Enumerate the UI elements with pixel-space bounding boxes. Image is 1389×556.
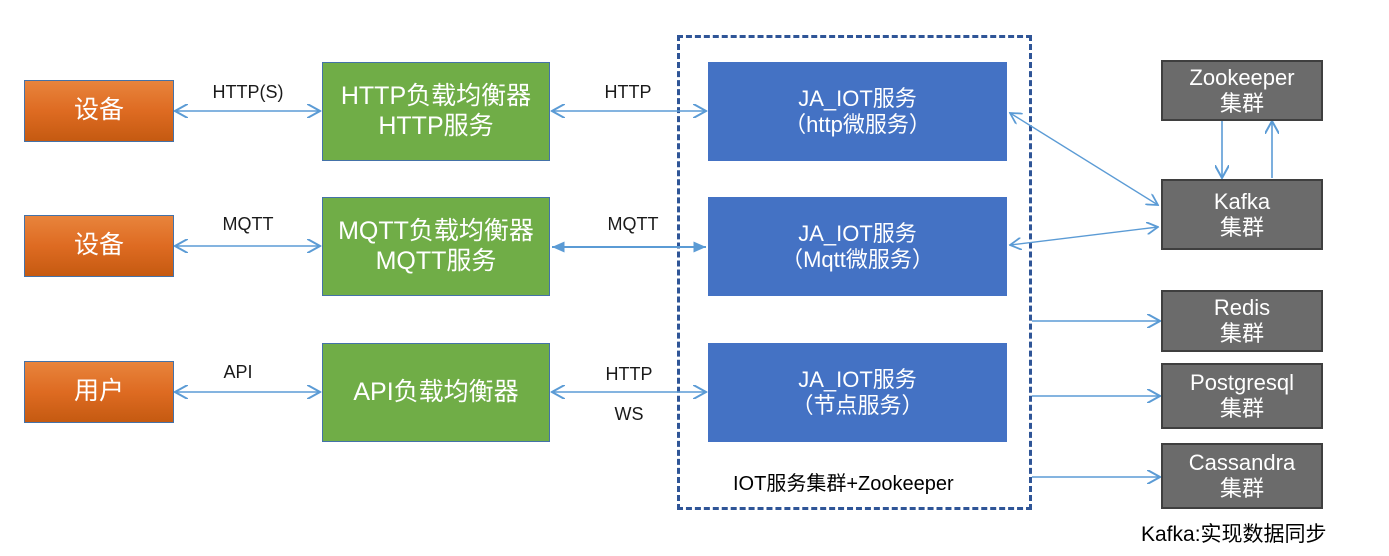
balancer-mqtt[interactable]: MQTT负载均衡器 MQTT服务 — [322, 197, 550, 296]
cluster-cassandra-line2: 集群 — [1219, 476, 1264, 501]
edge-label-mqtt-lb-to-service: MQTT — [607, 214, 659, 234]
balancer-http-line1: HTTP负载均衡器 — [340, 82, 532, 110]
balancer-mqtt-line1: MQTT负载均衡器 — [338, 217, 534, 245]
balancer-http[interactable]: HTTP负载均衡器 HTTP服务 — [322, 62, 550, 161]
cluster-cassandra-line1: Cassandra — [1188, 450, 1296, 476]
cluster-zookeeper[interactable]: Zookeeper 集群 — [1161, 60, 1323, 121]
endpoint-device-http-label: 设备 — [73, 96, 124, 125]
balancer-http-line2: HTTP服务 — [378, 111, 494, 140]
iot-service-group-boundary — [677, 35, 1032, 510]
edge-label-device-to-http-lb: HTTP(S) — [212, 82, 284, 102]
wire-ja-iot-mqtt-to-kafka — [1010, 227, 1158, 245]
edge-label-api-lb-to-service-ws: WS — [614, 404, 644, 424]
edge-label-http-lb-to-service: HTTP — [604, 82, 652, 102]
balancer-api[interactable]: API负载均衡器 — [322, 343, 550, 442]
cluster-zookeeper-line1: Zookeeper — [1189, 64, 1295, 90]
service-ja-iot-http-line2: （http微服务） — [784, 111, 931, 137]
cluster-redis[interactable]: Redis 集群 — [1161, 290, 1323, 352]
service-ja-iot-node-line2: （节点服务） — [791, 392, 924, 418]
cluster-zookeeper-line2: 集群 — [1219, 90, 1264, 116]
wire-ja-iot-http-to-kafka — [1010, 113, 1158, 205]
cluster-postgresql-line2: 集群 — [1219, 396, 1264, 421]
kafka-footnote: Kafka:实现数据同步 — [1141, 523, 1327, 546]
cluster-postgresql[interactable]: Postgresql 集群 — [1161, 363, 1323, 429]
cluster-cassandra[interactable]: Cassandra 集群 — [1161, 443, 1323, 509]
service-ja-iot-node[interactable]: JA_IOT服务 （节点服务） — [708, 343, 1007, 442]
endpoint-user-api[interactable]: 用户 — [24, 361, 174, 423]
service-ja-iot-http[interactable]: JA_IOT服务 （http微服务） — [708, 62, 1007, 161]
endpoint-device-mqtt[interactable]: 设备 — [24, 215, 174, 277]
service-ja-iot-mqtt-line2: （Mqtt微服务） — [781, 246, 934, 272]
service-ja-iot-node-line1: JA_IOT服务 — [798, 366, 917, 392]
cluster-kafka-line1: Kafka — [1213, 188, 1271, 214]
endpoint-device-http[interactable]: 设备 — [24, 80, 174, 142]
service-ja-iot-mqtt[interactable]: JA_IOT服务 （Mqtt微服务） — [708, 197, 1007, 296]
endpoint-user-api-label: 用户 — [73, 377, 124, 406]
balancer-mqtt-line2: MQTT服务 — [375, 246, 497, 275]
cluster-kafka[interactable]: Kafka 集群 — [1161, 179, 1323, 250]
edge-label-user-to-api-lb: API — [223, 362, 253, 382]
edge-label-api-lb-to-service-http: HTTP — [605, 364, 653, 384]
service-ja-iot-mqtt-line1: JA_IOT服务 — [798, 220, 917, 246]
endpoint-device-mqtt-label: 设备 — [73, 231, 124, 260]
cluster-redis-line2: 集群 — [1219, 321, 1264, 346]
edge-label-device-to-mqtt-lb: MQTT — [222, 214, 274, 234]
service-ja-iot-http-line1: JA_IOT服务 — [798, 85, 917, 111]
cluster-kafka-line2: 集群 — [1219, 214, 1264, 240]
balancer-api-line1: API负载均衡器 — [353, 377, 519, 406]
group-caption: IOT服务集群+Zookeeper — [733, 473, 954, 495]
cluster-postgresql-line1: Postgresql — [1190, 370, 1294, 396]
cluster-redis-line1: Redis — [1213, 295, 1271, 321]
